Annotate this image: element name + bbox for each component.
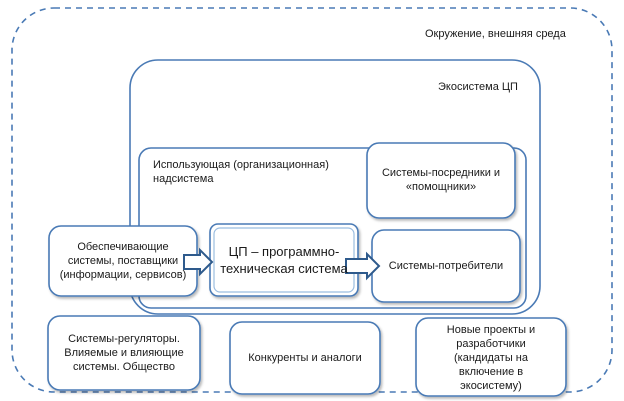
core-line2: техническая система bbox=[220, 261, 348, 276]
new-projects-box bbox=[415, 317, 567, 397]
new-projects-line3: (кандидаты на bbox=[454, 352, 528, 364]
intermediaries-box bbox=[366, 142, 516, 219]
consumers-line1: Системы-потребители bbox=[388, 260, 504, 272]
regulators-line3: системы. Общество bbox=[72, 361, 176, 373]
new-projects-line5: экосистему) bbox=[460, 380, 522, 392]
ecosystem-frame bbox=[129, 59, 541, 315]
intermediaries-label: Системы-посредники и «помощники» bbox=[367, 166, 515, 194]
suppliers-line2: системы, поставщики bbox=[67, 255, 179, 267]
using-system-label-line2: надсистема bbox=[153, 173, 214, 185]
regulators-line2: Влияемые и влияющие bbox=[64, 347, 184, 359]
environment-frame bbox=[11, 7, 613, 393]
regulators-box bbox=[47, 315, 201, 391]
intermediaries-line2: «помощники» bbox=[405, 181, 477, 193]
consumers-label: Системы-потребители bbox=[372, 259, 520, 273]
competitors-box bbox=[229, 321, 381, 395]
new-projects-line2: разработчики bbox=[456, 338, 526, 350]
suppliers-line1: Обеспечивающие bbox=[77, 241, 169, 253]
new-projects-line1: Новые проекты и bbox=[446, 324, 536, 336]
suppliers-label: Обеспечивающие системы, поставщики (инфо… bbox=[49, 240, 197, 282]
arrow-suppliers-to-core bbox=[183, 247, 214, 277]
competitors-label: Конкуренты и аналоги bbox=[230, 351, 380, 365]
using-system-label-line1: Использующая (организационная) bbox=[153, 159, 329, 171]
using-system-label: Использующая (организационная) надсистем… bbox=[153, 158, 353, 186]
arrow-core-to-consumers bbox=[345, 251, 381, 281]
competitors-line1: Конкуренты и аналоги bbox=[248, 352, 362, 364]
core-label: ЦП – программно- техническая система bbox=[210, 243, 358, 277]
regulators-label: Системы-регуляторы. Влияемые и влияющие … bbox=[48, 332, 200, 374]
environment-label: Окружение, внешняя среда bbox=[425, 28, 566, 40]
regulators-line1: Системы-регуляторы. bbox=[68, 333, 180, 345]
ecosystem-label: Экосистема ЦП bbox=[438, 81, 518, 93]
new-projects-line4: включение в bbox=[458, 366, 524, 378]
new-projects-label: Новые проекты и разработчики (кандидаты … bbox=[416, 323, 566, 393]
intermediaries-line1: Системы-посредники и bbox=[381, 167, 501, 179]
suppliers-line3: (информации, сервисов) bbox=[59, 269, 187, 281]
core-line1: ЦП – программно- bbox=[228, 244, 340, 259]
